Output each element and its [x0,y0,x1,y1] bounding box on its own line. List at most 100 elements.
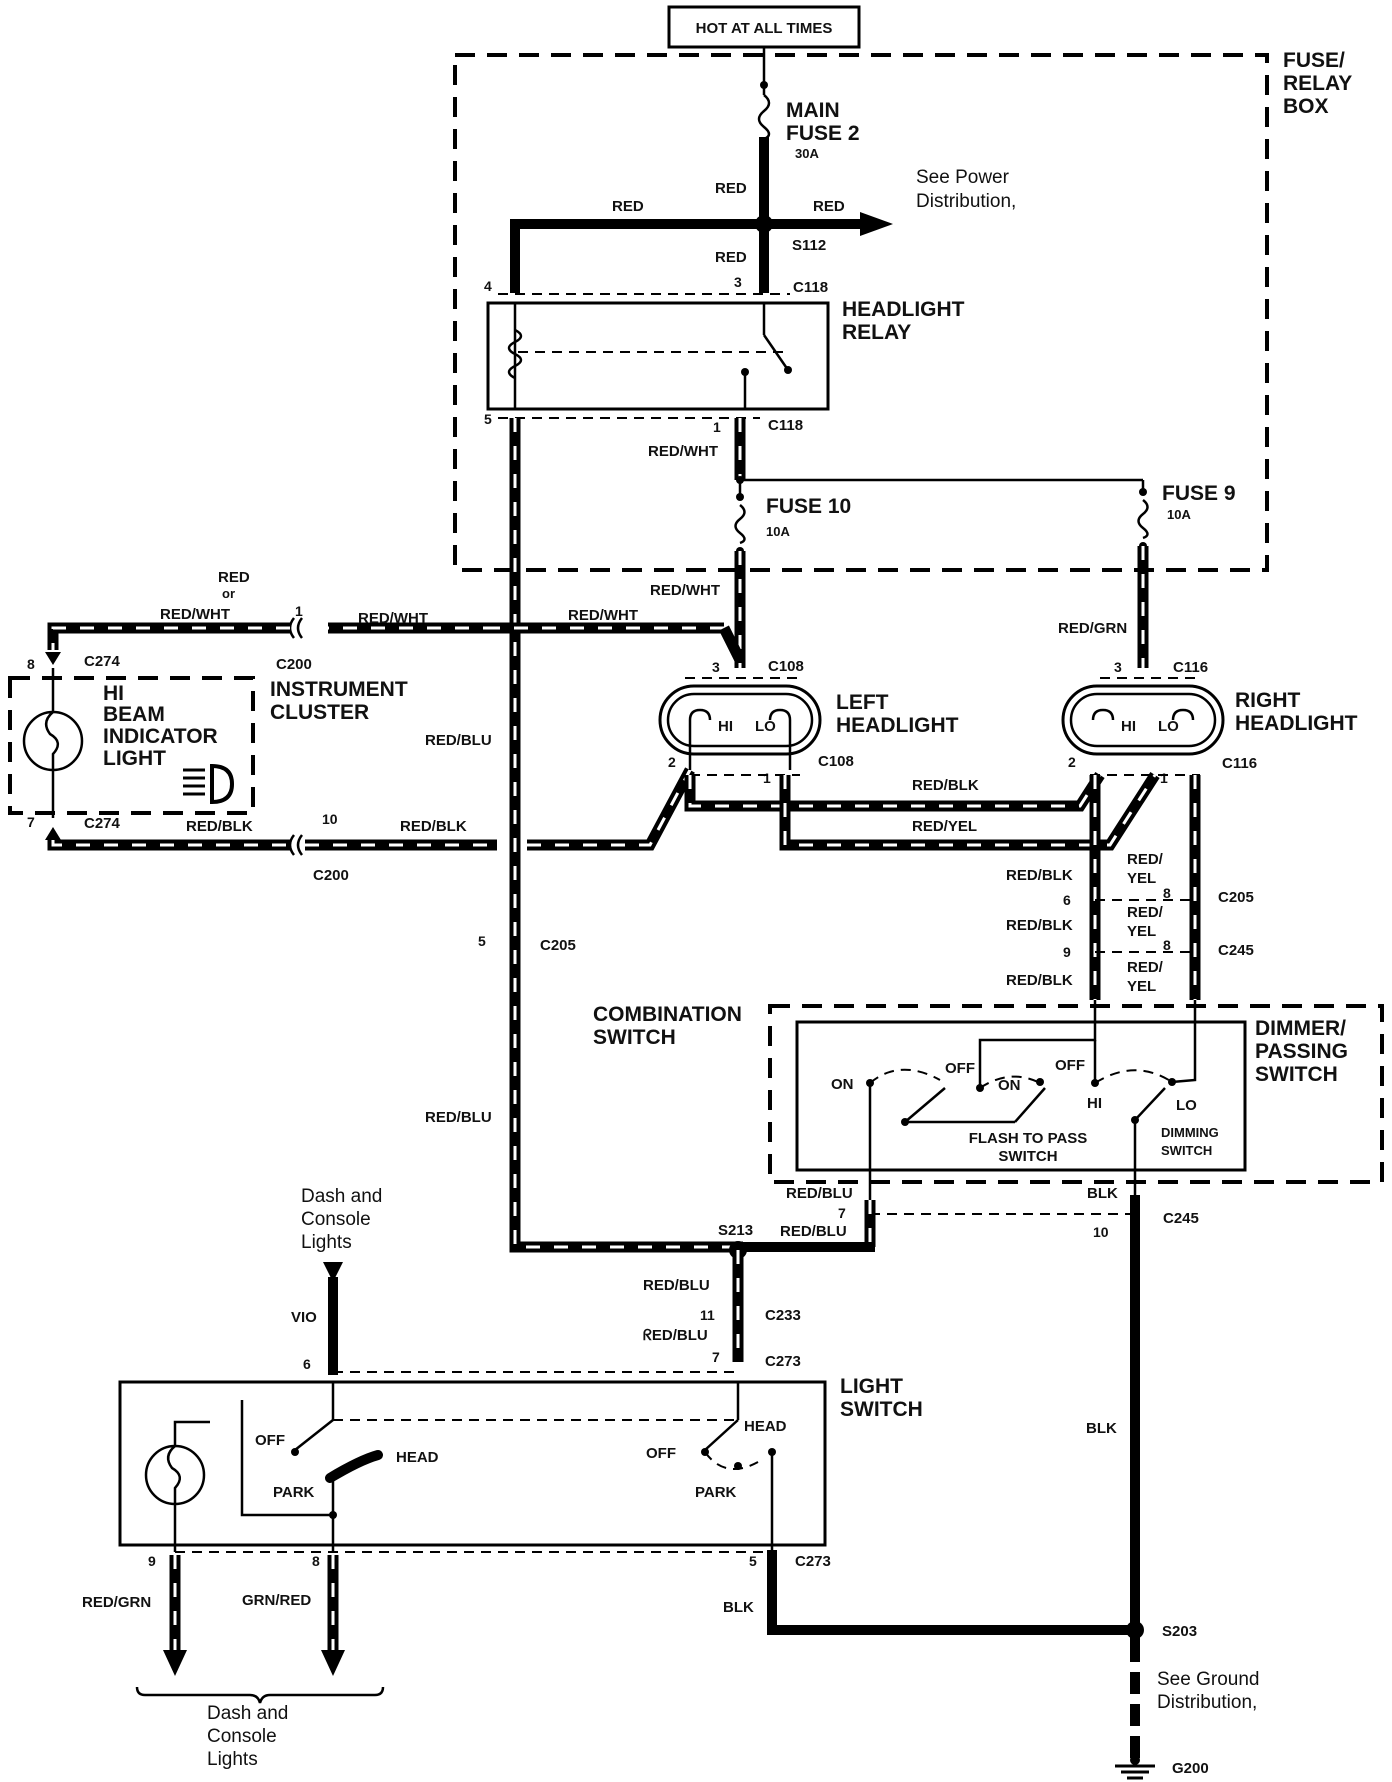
svg-text:Console: Console [301,1209,371,1230]
svg-text:2: 2 [1068,754,1076,770]
svg-text:RED/WHT: RED/WHT [648,443,718,460]
svg-text:BEAM: BEAM [103,703,165,726]
wire-red-blu-relay [509,418,743,1253]
light-switch-left-contacts-icon [240,1382,738,1552]
svg-text:SWITCH: SWITCH [840,1398,923,1421]
dash-lights-brace [135,1686,385,1704]
svg-text:HI: HI [718,718,733,735]
svg-text:GRN/RED: GRN/RED [242,1592,311,1609]
power-source-label: HOT AT ALL TIMES [696,20,833,37]
svg-text:5: 5 [484,411,492,427]
combination-switch-label: COMBINATION SWITCH [593,1003,742,1049]
fuse-9-symbol [1137,499,1149,540]
svg-text:VIO: VIO [291,1309,317,1326]
svg-text:RED/BLU: RED/BLU [425,732,492,749]
svg-text:ᖇED/BLU: ᖇED/BLU [643,1327,708,1344]
svg-text:Lights: Lights [301,1232,352,1253]
svg-text:OFF: OFF [646,1445,676,1462]
svg-text:ON: ON [998,1077,1021,1094]
svg-text:C108: C108 [818,753,854,770]
relay-coil-icon [507,303,790,409]
dash-lights-top-label: Dash and Console Lights [301,1186,382,1253]
svg-text:3: 3 [1114,659,1122,675]
svg-text:8: 8 [1163,885,1171,901]
headlight-relay-label: HEADLIGHT RELAY [842,298,965,344]
svg-text:RED/GRN: RED/GRN [1058,620,1127,637]
combination-switch-outline [768,1004,1384,1184]
svg-text:HEAD: HEAD [396,1449,439,1466]
svg-text:RED: RED [715,180,747,197]
svg-text:OFF: OFF [945,1060,975,1077]
see-power-distribution: See Power Distribution, [916,167,1016,212]
svg-text:SWITCH: SWITCH [1255,1063,1338,1086]
dimmer-switch-contacts-icon [866,1000,1197,1200]
svg-text:YEL: YEL [1127,978,1156,995]
svg-text:S213: S213 [718,1222,753,1239]
svg-text:C274: C274 [84,653,121,670]
svg-text:10: 10 [1093,1224,1109,1240]
svg-text:S203: S203 [1162,1623,1197,1640]
svg-text:3: 3 [734,274,742,290]
svg-text:RED: RED [715,249,747,266]
svg-text:5: 5 [478,933,486,949]
svg-text:10: 10 [322,811,338,827]
svg-text:C205: C205 [1218,889,1254,906]
svg-text:C273: C273 [765,1353,801,1370]
svg-text:C108: C108 [768,658,804,675]
svg-text:LEFT: LEFT [836,691,889,714]
svg-text:RED/BLU: RED/BLU [786,1185,853,1202]
svg-text:RED/WHT: RED/WHT [568,607,638,624]
svg-text:Console: Console [207,1726,277,1747]
svg-text:C118: C118 [793,279,828,296]
fuse-relay-box-label: FUSE/ RELAY BOX [1283,49,1352,118]
svg-text:RED/WHT: RED/WHT [650,582,720,599]
c200-connector-bottom [288,834,304,856]
light-switch-bulb-icon [144,1420,210,1552]
svg-text:6: 6 [303,1356,311,1372]
svg-text:HI: HI [103,682,124,705]
svg-text:SWITCH: SWITCH [998,1148,1057,1165]
svg-text:LO: LO [755,718,776,735]
svg-text:C116: C116 [1173,659,1208,676]
instrument-cluster-box [8,676,255,815]
hi-beam-indicator-label: HI BEAM INDICATOR LIGHT [103,682,218,770]
svg-text:Distribution,: Distribution, [916,191,1016,212]
svg-text:RED/BLK: RED/BLK [400,818,467,835]
svg-text:9: 9 [148,1553,156,1569]
light-switch-box [118,1380,827,1547]
flash-to-pass-label: FLASH TO PASS SWITCH [969,1130,1088,1165]
svg-text:YEL: YEL [1127,870,1156,887]
svg-text:6: 6 [1063,892,1071,908]
instrument-cluster-label: INSTRUMENT CLUSTER [270,678,408,724]
svg-text:C245: C245 [1218,942,1254,959]
right-headlight-label: RIGHT HEADLIGHT [1235,689,1358,735]
svg-text:YEL: YEL [1127,923,1156,940]
left-headlight-label: LEFT HEADLIGHT [836,691,959,737]
svg-text:RED/: RED/ [1127,904,1164,921]
svg-text:C205: C205 [540,937,576,954]
splice-s203 [1126,1621,1144,1639]
svg-text:See Power: See Power [916,167,1010,188]
svg-text:FUSE 10: FUSE 10 [766,495,851,518]
svg-text:Lights: Lights [207,1749,258,1770]
left-headlight-hi-filament-icon [688,708,712,770]
right-headlight-lo-filament-icon [1171,708,1195,721]
svg-text:INSTRUMENT: INSTRUMENT [270,678,408,701]
svg-text:HI: HI [1121,718,1136,735]
svg-text:BLK: BLK [723,1599,754,1616]
svg-text:FUSE 9: FUSE 9 [1162,482,1236,505]
svg-text:C200: C200 [276,656,312,673]
svg-text:RED/: RED/ [1127,851,1164,868]
svg-text:HEADLIGHT: HEADLIGHT [1235,712,1358,735]
see-ground-distribution: See Ground Distribution, [1157,1669,1259,1713]
svg-text:C245: C245 [1163,1210,1199,1227]
svg-text:LO: LO [1158,718,1179,735]
svg-text:PARK: PARK [695,1484,737,1501]
svg-text:1: 1 [295,603,303,619]
svg-text:C274: C274 [84,815,121,832]
svg-text:G200: G200 [1172,1760,1209,1777]
c200-connector-top [288,617,304,639]
svg-text:Dash and: Dash and [301,1186,382,1207]
svg-text:11: 11 [700,1307,715,1323]
